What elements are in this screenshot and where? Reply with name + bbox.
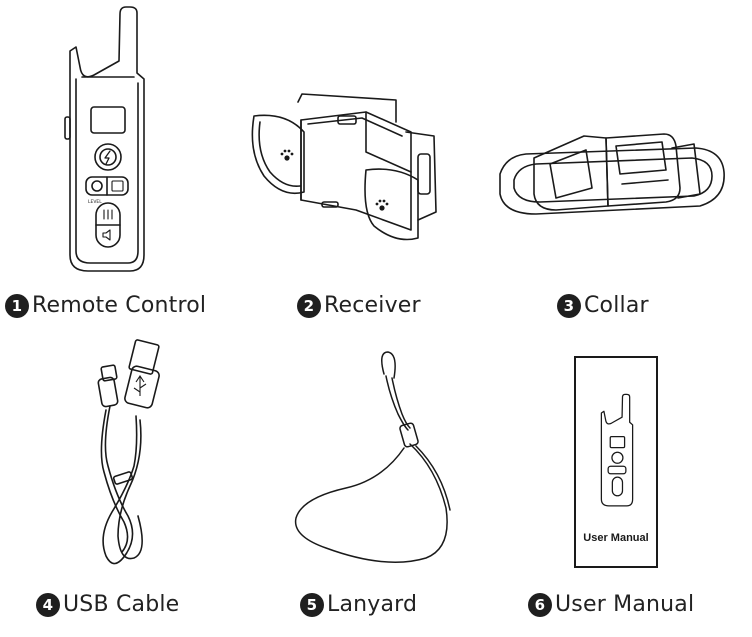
item-caption-2: 2 Receiver	[297, 293, 421, 318]
item-caption-1: 1 Remote Control	[5, 293, 206, 318]
receiver-illustration	[251, 93, 437, 241]
paw-icon	[375, 199, 389, 211]
user-manual-illustration: User Manual	[574, 356, 658, 568]
number-badge: 4	[36, 592, 60, 617]
item-label: Collar	[584, 293, 649, 318]
number-badge: 5	[300, 592, 324, 617]
lanyard-illustration	[294, 351, 451, 563]
level-label: LEVEL	[88, 199, 102, 205]
item-caption-3: 3 Collar	[557, 293, 649, 318]
paw-icon	[280, 149, 294, 161]
usb-cable-illustration	[97, 339, 160, 565]
number-badge: 2	[297, 293, 321, 318]
manual-cover-remote-image	[600, 393, 634, 507]
item-caption-6: 6 User Manual	[528, 592, 694, 617]
number-badge: 1	[5, 293, 29, 318]
item-label: Lanyard	[327, 592, 418, 617]
item-label: USB Cable	[63, 592, 180, 617]
usb-icon	[133, 375, 147, 396]
manual-cover-title: User Manual	[583, 532, 649, 544]
item-caption-4: 4 USB Cable	[36, 592, 179, 617]
number-badge: 6	[528, 592, 552, 617]
item-label: User Manual	[555, 592, 695, 617]
item-label: Remote Control	[32, 293, 207, 318]
collar-illustration	[499, 133, 725, 215]
item-label: Receiver	[324, 293, 421, 318]
item-caption-5: 5 Lanyard	[300, 592, 417, 617]
number-badge: 3	[557, 293, 581, 318]
remote-control-illustration: LEVEL	[64, 6, 145, 272]
